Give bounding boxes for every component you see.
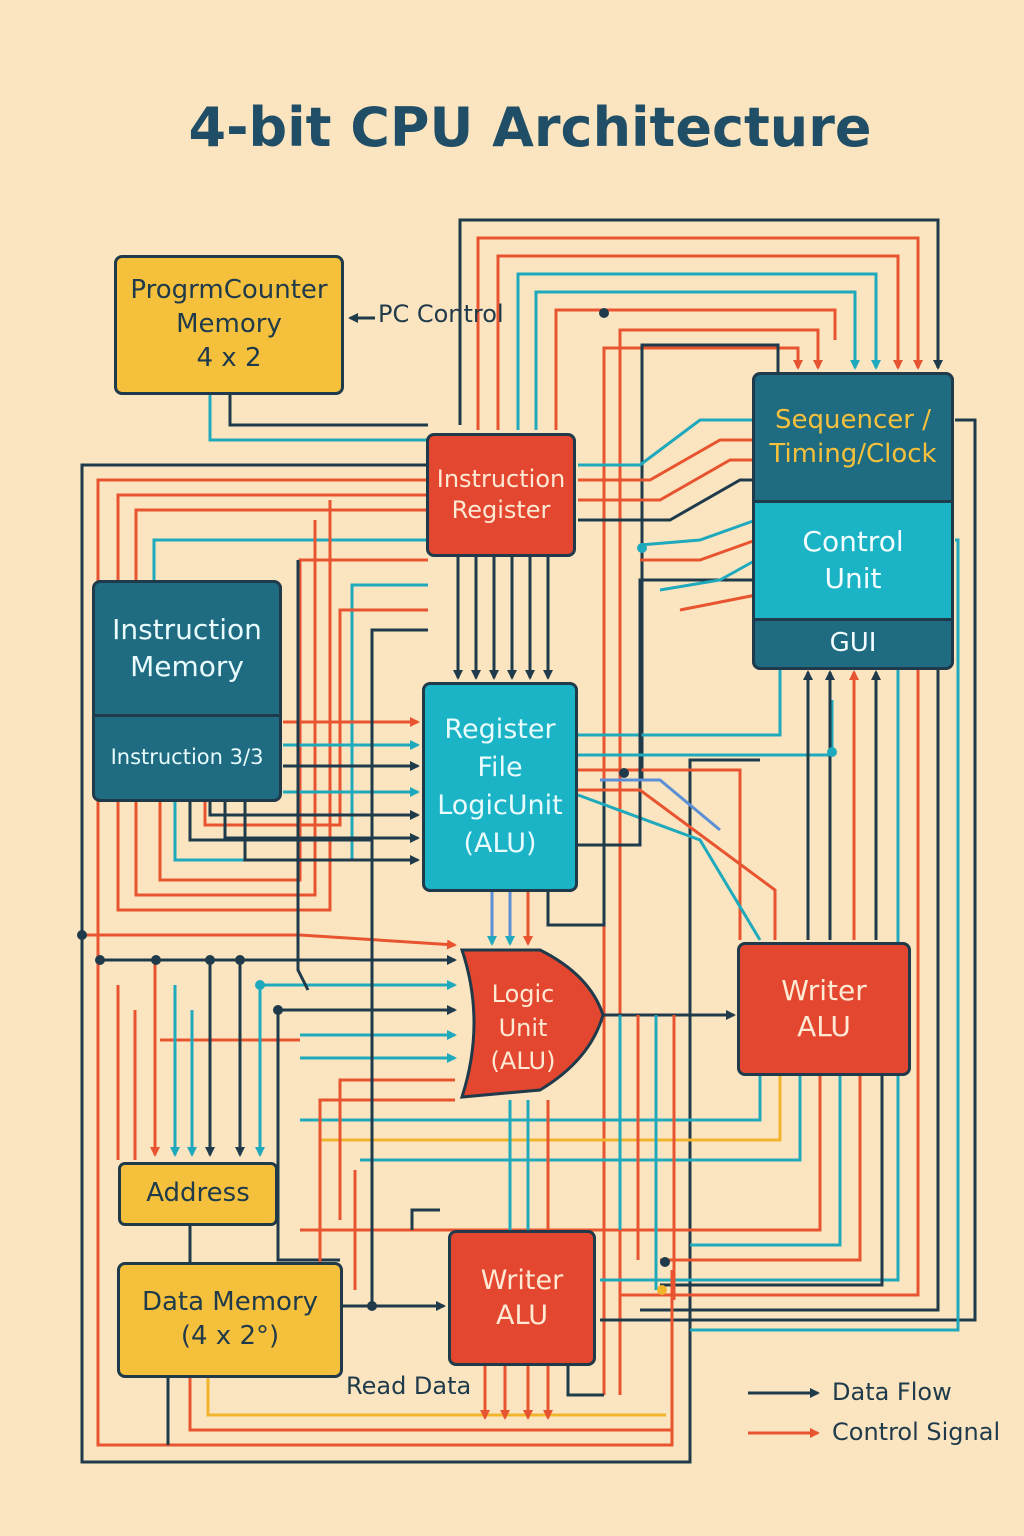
register-file-line2: File (477, 752, 523, 784)
sequencer-line2: Timing/Clock (769, 438, 937, 469)
instruction-memory-sub: Instruction 3/3 (95, 717, 279, 799)
instruction-memory-line2: Memory (130, 649, 244, 683)
writer-alu-bottom-line1: Writer (480, 1264, 564, 1296)
im-to-register-wires (208, 717, 420, 865)
logic-output-wires (603, 1010, 736, 1300)
register-file-block[interactable]: Register File LogicUnit (ALU) (422, 682, 578, 892)
logic-unit-label[interactable]: Logic Unit (ALU) (478, 978, 568, 1079)
sequencer-section[interactable]: Sequencer / Timing/Clock (755, 375, 951, 503)
gui-input-wires (803, 670, 881, 940)
writer-alu-bottom-block[interactable]: Writer ALU (448, 1230, 596, 1366)
sequencer-line1: Sequencer / (775, 404, 931, 435)
logic-unit-line3: (ALU) (490, 1047, 556, 1076)
control-unit-line1: Control (802, 525, 904, 559)
data-memory-wires (166, 630, 674, 1445)
program-counter-block[interactable]: ProgrmCounter Memory 4 x 2 (114, 255, 344, 395)
legend-data-flow: Data Flow (832, 1378, 952, 1406)
register-file-line1: Register (444, 714, 556, 746)
instruction-register-block[interactable]: Instruction Register (426, 433, 576, 557)
register-file-line3: LogicUnit (437, 790, 563, 821)
top-bus-wires (458, 218, 943, 1395)
register-file-line4: (ALU) (463, 827, 537, 859)
instruction-memory-title: Instruction Memory (95, 583, 279, 717)
pc-control-label: PC Control (378, 300, 504, 328)
program-counter-line3: 4 x 2 (196, 342, 262, 373)
instruction-memory-sub-label: Instruction 3/3 (110, 745, 264, 770)
program-counter-line1: ProgrmCounter (130, 275, 328, 306)
gui-section[interactable]: GUI (755, 621, 951, 667)
ir-to-register-wires (453, 555, 553, 680)
right-side-wires (300, 418, 977, 1332)
address-block[interactable]: Address (118, 1162, 278, 1226)
logic-unit-shape (459, 948, 605, 1099)
instruction-memory-line1: Instruction (112, 613, 262, 647)
program-counter-line2: Memory (176, 309, 282, 340)
data-memory-line1: Data Memory (141, 1287, 319, 1318)
address-label: Address (146, 1178, 250, 1209)
instruction-memory-block[interactable]: Instruction Memory Instruction 3/3 (92, 580, 282, 802)
register-to-logic-wires (487, 780, 606, 946)
gui-label: GUI (829, 628, 877, 659)
logic-input-wires (80, 560, 457, 1265)
writer-alu-right-line2: ALU (797, 1010, 851, 1043)
writer-alu-bottom-line2: ALU (496, 1300, 548, 1331)
legend-arrows (748, 1388, 820, 1438)
data-memory-line2: (4 x 2°) (180, 1321, 280, 1351)
data-memory-block[interactable]: Data Memory (4 x 2°) (117, 1262, 343, 1378)
writer-alu-right-line1: Writer (781, 973, 867, 1007)
read-data-label: Read Data (346, 1372, 472, 1400)
writer-alu-right-block[interactable]: Writer ALU (737, 942, 911, 1076)
control-unit-section[interactable]: Control Unit (755, 503, 951, 621)
diagram-title: 4-bit CPU Architecture (188, 96, 872, 159)
pc-wires (208, 313, 428, 442)
legend-control-signal: Control Signal (832, 1418, 1001, 1446)
control-block[interactable]: Sequencer / Timing/Clock Control Unit GU… (752, 372, 954, 670)
logic-unit-line2: Unit (498, 1013, 548, 1042)
ir-right-wires (578, 418, 757, 612)
junction-dots (77, 308, 837, 1311)
control-unit-line2: Unit (824, 561, 882, 595)
instruction-register-line1: Instruction (436, 464, 566, 493)
instruction-register-line2: Register (451, 496, 551, 524)
logic-unit-line1: Logic (491, 980, 555, 1008)
